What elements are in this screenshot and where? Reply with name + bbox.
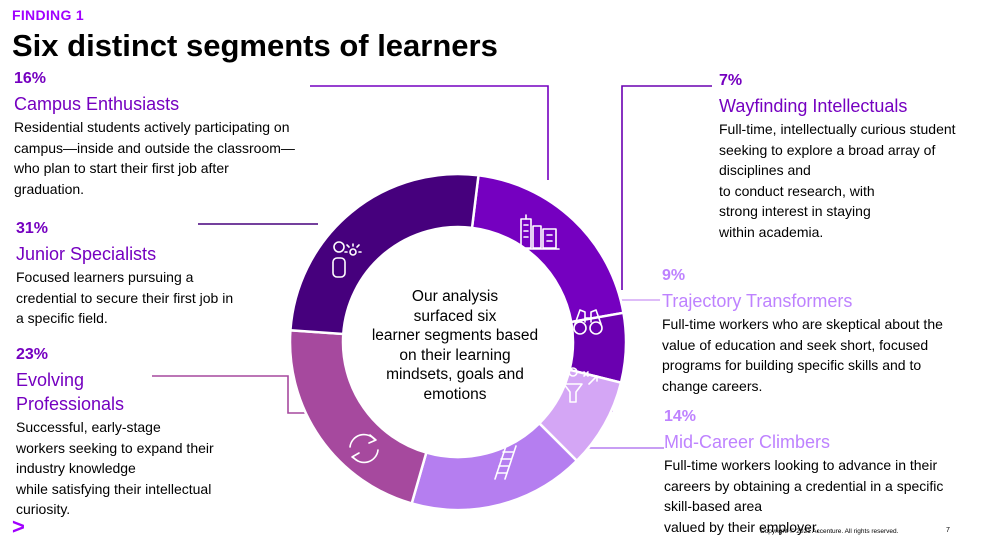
segment-description: Residential students actively participat… — [14, 117, 295, 199]
segment-junior-specialists: 31% Junior Specialists Focused learners … — [16, 220, 233, 329]
center-line: on their learning — [399, 346, 511, 364]
center-line: emotions — [423, 385, 487, 403]
connector-campus-enthusiasts — [310, 85, 549, 180]
desc-line: credential to secure their first job in — [16, 289, 234, 306]
segment-description: Full-time workers who are skeptical abou… — [662, 314, 943, 396]
segment-name: Campus Enthusiasts — [14, 92, 295, 116]
buildings-icon — [516, 214, 560, 250]
segment-name: Evolving Professionals — [16, 368, 214, 416]
segment-name: Wayfinding Intellectuals — [719, 94, 956, 118]
desc-line: within academia. — [719, 223, 824, 240]
segment-percent: 9% — [662, 267, 686, 284]
center-line: learner segments based — [371, 327, 539, 344]
desc-line: Successful, early-stage — [16, 419, 161, 435]
desc-line: workers seeking to expand their — [16, 439, 214, 456]
desc-line: valued by their employer. — [664, 518, 820, 535]
desc-line: disciplines and — [719, 162, 811, 178]
segment-name: Trajectory Transformers — [662, 289, 943, 313]
segment-percent: 7% — [719, 72, 743, 89]
desc-line: value of education and seek short, focus… — [662, 336, 929, 353]
segment-description: Focused learners pursuing a credential t… — [16, 267, 233, 329]
desc-line: a specific field. — [16, 310, 108, 326]
desc-line: Focused learners pursuing a — [16, 269, 194, 285]
center-line: mindsets, goals and — [386, 366, 524, 383]
segment-percent: 31% — [16, 220, 49, 237]
ring-segment-junior-specialists — [289, 172, 480, 336]
center-summary: Our analysis surfaced six learner segmen… — [370, 287, 540, 404]
segment-trajectory-transformers: 9% Trajectory Transformers Full-time wor… — [662, 267, 943, 396]
desc-line: seeking to explore a broad array of — [719, 141, 936, 158]
desc-line: curiosity. — [16, 501, 71, 517]
desc-line: industry knowledge — [16, 460, 136, 476]
segment-percent: 14% — [664, 408, 697, 425]
segment-name-line: Mid-Career Climbers — [664, 432, 831, 452]
page-number: 7 — [946, 527, 950, 534]
ring-segment-mid-career-climbers — [410, 421, 579, 512]
segment-evolving-professionals: 23% Evolving Professionals Successful, e… — [16, 346, 214, 520]
center-line: surfaced six — [413, 307, 497, 325]
desc-line: Residential students actively participat… — [14, 119, 290, 135]
ladder-icon — [494, 445, 517, 480]
desc-line: programs for building specific skills an… — [662, 357, 922, 373]
accenture-caret-logo: > — [12, 514, 25, 539]
segment-name: Junior Specialists — [16, 242, 233, 266]
segment-name: Mid-Career Climbers — [664, 430, 943, 454]
desc-line: careers by obtaining a credential in a s… — [664, 477, 944, 494]
desc-line: while satisfying their intellectual — [16, 480, 212, 497]
segment-description: Full-time workers looking to advance in … — [664, 455, 943, 537]
donut-ring — [288, 172, 628, 512]
center-line: Our analysis — [411, 288, 499, 305]
segment-mid-career-climbers: 14% Mid-Career Climbers Full-time worker… — [664, 408, 943, 537]
desc-line: Full-time workers looking to advance in … — [664, 457, 938, 473]
desc-line: Full-time workers who are skeptical abou… — [662, 316, 943, 332]
segment-description: Full-time, intellectually curious studen… — [719, 119, 956, 242]
segment-name-line: Trajectory Transformers — [662, 291, 853, 311]
person-idea-icon — [332, 241, 362, 278]
segment-name-line: Junior Specialists — [16, 244, 157, 264]
desc-line: change careers. — [662, 377, 763, 394]
segment-description: Successful, early-stage workers seeking … — [16, 417, 214, 520]
desc-line: skill-based area — [664, 498, 763, 514]
cycle-arrows-icon — [349, 433, 379, 464]
person-goal-icon — [563, 367, 598, 403]
desc-line: strong interest in staying — [719, 203, 871, 219]
segment-percent: 16% — [14, 70, 47, 87]
desc-line: campus—inside and outside the classroom— — [14, 139, 295, 156]
segment-name-line: Wayfinding Intellectuals — [719, 96, 908, 116]
finding-label: FINDING 1 — [12, 7, 84, 23]
segment-icons — [332, 214, 603, 480]
binoculars-icon — [573, 309, 603, 335]
segment-name-line: Evolving — [16, 370, 85, 390]
desc-line: to conduct research, with — [719, 182, 875, 199]
page-title: Six distinct segments of learners — [12, 28, 498, 63]
segment-name-line: Campus Enthusiasts — [14, 94, 180, 114]
desc-line: Full-time, intellectually curious studen… — [719, 121, 956, 137]
connector-wayfinding-intellectuals — [621, 85, 712, 290]
segment-campus-enthusiasts: 16% Campus Enthusiasts Residential stude… — [14, 70, 295, 199]
desc-line: graduation. — [14, 180, 85, 197]
segment-wayfinding-intellectuals: 7% Wayfinding Intellectuals Full-time, i… — [719, 72, 956, 242]
copyright-text: Copyright © 2021 Accenture. All rights r… — [760, 528, 899, 535]
segment-percent: 23% — [16, 346, 49, 363]
connector-evolving-professionals — [152, 375, 310, 414]
desc-line: who plan to start their first job after — [14, 160, 229, 176]
segment-name-line: Professionals — [16, 394, 125, 414]
